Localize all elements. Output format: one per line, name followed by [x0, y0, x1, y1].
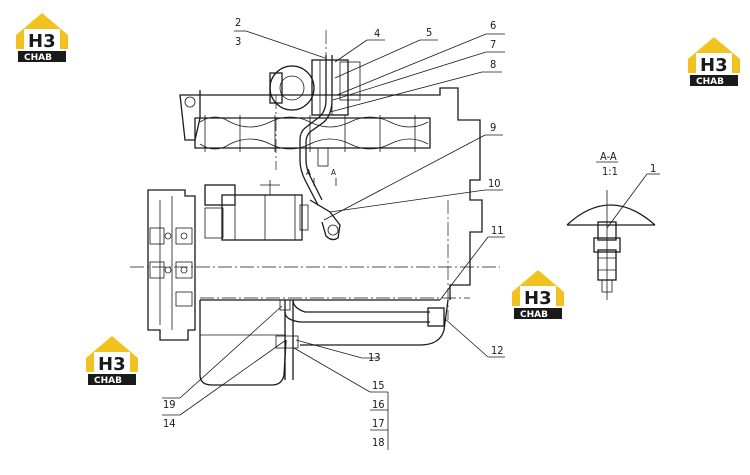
- svg-text:CHAB: CHAB: [520, 310, 548, 320]
- callout-2: 2: [235, 16, 241, 29]
- watermark-logo-bottom-left: H3 CHAB: [86, 336, 138, 386]
- callout-13: 13: [368, 351, 381, 364]
- callout-8: 8: [490, 58, 496, 71]
- callout-5: 5: [426, 26, 432, 39]
- callout-1: 1: [650, 162, 656, 175]
- callout-leaders: [162, 30, 660, 450]
- callout-17: 17: [372, 417, 385, 430]
- svg-text:H3: H3: [700, 55, 728, 76]
- callout-6: 6: [490, 19, 496, 32]
- callout-10: 10: [488, 177, 501, 190]
- callout-15: 15: [372, 379, 385, 392]
- callout-4: 4: [374, 27, 380, 40]
- section-view-a-a: A-A 1:1: [566, 150, 656, 300]
- watermark-logo-top-left: H3 CHAB: [16, 13, 68, 63]
- callout-7: 7: [490, 38, 496, 51]
- section-mark-left: A: [306, 168, 311, 177]
- watermark-logo-middle: H3 CHAB: [512, 270, 564, 320]
- callout-numbers: 1 2 3 4 5 6 7 8 9 10 11 12 13 14 15 16 1…: [163, 16, 656, 449]
- section-mark-right: A: [331, 168, 336, 177]
- callout-12: 12: [491, 344, 504, 357]
- callout-14: 14: [163, 417, 176, 430]
- section-cut-marks: A A: [306, 168, 337, 186]
- watermark-logo-top-right: H3 CHAB: [688, 37, 740, 87]
- svg-text:H3: H3: [524, 288, 552, 309]
- svg-text:CHAB: CHAB: [94, 376, 122, 386]
- engine-body: [130, 30, 500, 386]
- callout-18: 18: [372, 436, 385, 449]
- callout-11: 11: [491, 224, 504, 237]
- callout-16: 16: [372, 398, 385, 411]
- svg-text:H3: H3: [98, 354, 126, 375]
- callout-9: 9: [490, 121, 496, 134]
- turbocharger: [269, 59, 361, 116]
- section-title: A-A: [600, 150, 617, 163]
- callout-3: 3: [235, 35, 241, 48]
- section-scale: 1:1: [602, 165, 618, 178]
- svg-text:H3: H3: [28, 31, 56, 52]
- callout-19: 19: [163, 398, 176, 411]
- svg-text:CHAB: CHAB: [696, 77, 724, 87]
- svg-text:CHAB: CHAB: [24, 53, 52, 63]
